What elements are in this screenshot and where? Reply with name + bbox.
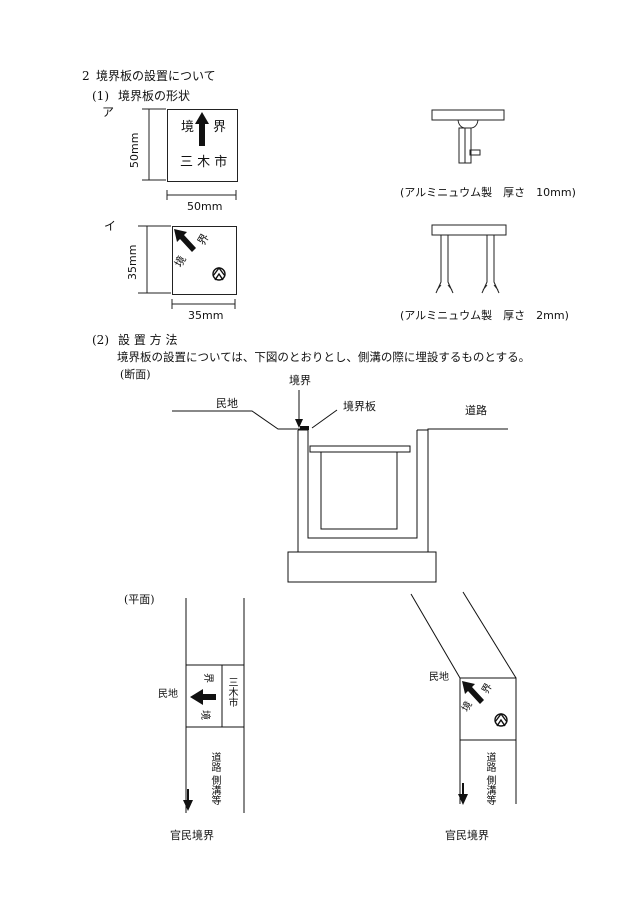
- plate-a-text-right: 界: [213, 120, 227, 135]
- section2-number: (2): [92, 333, 109, 347]
- plan-left-boundary-caption: 官民境界: [170, 829, 214, 842]
- plan-left-private-land: 民地: [158, 689, 178, 700]
- section-boundary-label: 境界: [289, 374, 311, 387]
- plate-b: [172, 226, 237, 295]
- plate-b-dim-width: 35mm: [188, 309, 224, 322]
- section1-number: (1): [92, 89, 109, 103]
- plate-b-material: (アルミニュウム製 厚さ 2mm): [400, 309, 569, 322]
- plan-right-private-land: 民地: [429, 672, 449, 683]
- plate-a: [167, 109, 238, 182]
- plate-a-material: (アルミニュウム製 厚さ 10mm): [400, 186, 576, 199]
- plate-a-city: 三 木 市: [180, 155, 228, 170]
- section1-title: 境界板の形状: [118, 89, 191, 103]
- plan-view-label: (平面): [124, 593, 155, 606]
- type-a-label: ア: [102, 105, 115, 119]
- section2-description: 境界板の設置については、下図のとおりとし、側溝の際に埋設するものとする。: [117, 350, 531, 364]
- type-b-label: イ: [104, 219, 117, 233]
- plate-a-text-left: 境: [181, 120, 195, 135]
- plate-a-dim-width: 50mm: [187, 200, 223, 213]
- section2-title: 設 置 方 法: [118, 333, 178, 347]
- section-plate-label: 境界板: [343, 400, 376, 413]
- heading-number: 2: [82, 69, 90, 83]
- plan-right-boundary-caption: 官民境界: [445, 829, 489, 842]
- plan-left-road-ditch: 道路 側溝等: [209, 752, 220, 806]
- plan-right-road-ditch: 道路 側溝等: [484, 752, 495, 806]
- plan-left-plate-city: 三木市: [226, 677, 237, 707]
- section-private-land-label: 民地: [216, 397, 238, 410]
- section-road-label: 道路: [465, 404, 487, 417]
- heading-title: 境界板の設置について: [96, 69, 216, 83]
- section-view-label: (断面): [120, 368, 151, 381]
